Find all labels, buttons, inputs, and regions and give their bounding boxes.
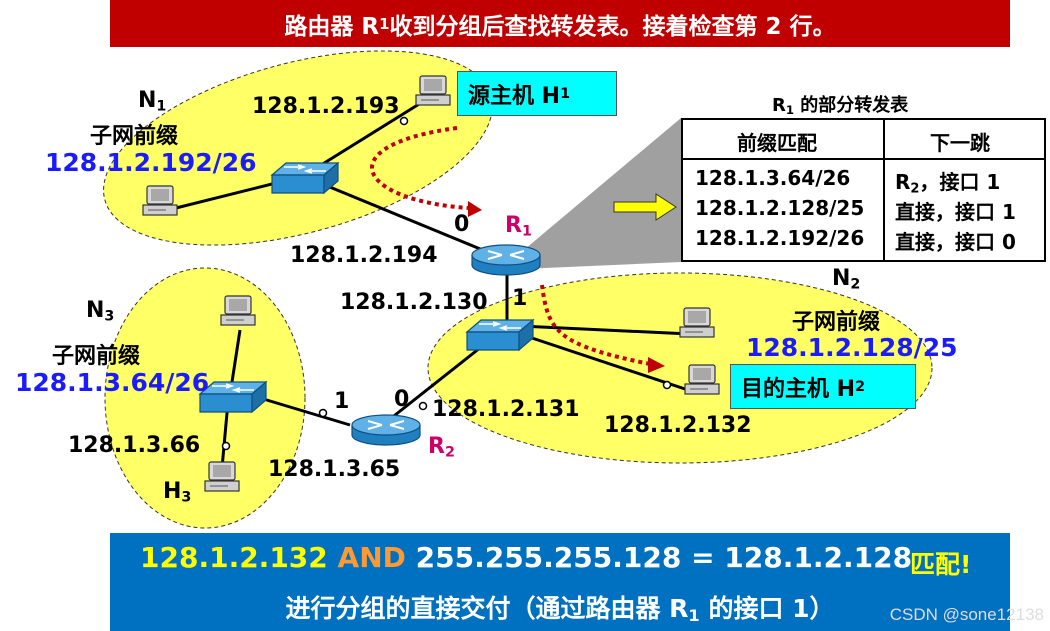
bottom-bar: 128.1.2.132 AND 255.255.255.128 = 128.1.…: [110, 533, 1010, 631]
r2-if0: 0: [394, 387, 410, 412]
r1-if0: 0: [454, 212, 470, 237]
subnet-n2-prefix: 128.1.2.128/25: [746, 333, 958, 362]
subnet-n2-name: N2: [832, 266, 861, 293]
delivery-text: 进行分组的直接交付（通过路由器 R1 的接口 1）: [285, 594, 835, 626]
title-prefix: 路由器 R: [284, 13, 380, 40]
h3-name: H3: [163, 479, 192, 506]
subnet-n3-prefix-label: 子网前缀: [52, 344, 141, 369]
subnet-n1-name: N1: [138, 88, 167, 115]
subnet-n1-prefix: 128.1.2.192/26: [45, 148, 257, 177]
subnet-n2-ellipse: [427, 272, 933, 464]
title-suffix: 收到分组后查找转发表。接着检查第 2 行。: [389, 13, 836, 40]
table-header-nexthop: 下一跳: [930, 131, 990, 155]
pc-icon: [142, 185, 178, 216]
links: [159, 94, 691, 469]
switch-icon: [199, 381, 267, 413]
r2-if0-ip: 128.1.2.131: [432, 397, 580, 422]
subnet-n3-prefix: 128.1.3.64/26: [15, 368, 210, 397]
table-row-2-prefix: 128.1.2.128/25: [695, 196, 865, 220]
router-icon: [471, 244, 541, 276]
r1-if0-ip: 128.1.2.194: [290, 243, 438, 268]
table-row-1-prefix: 128.1.3.64/26: [695, 166, 851, 190]
watermark: CSDN @sone12138: [889, 605, 1044, 624]
r1-if1: 1: [512, 286, 528, 311]
forwarding-table: 前缀匹配 下一跳 128.1.3.64/26 R2，接口 1 128.1.2.1…: [681, 118, 1046, 262]
r1-label: R1: [505, 213, 532, 240]
pc-icon: [684, 364, 720, 395]
table-col-divider: [883, 120, 885, 260]
r2-if1-ip: 128.1.3.65: [268, 457, 401, 482]
h2-ip: 128.1.2.132: [604, 413, 752, 438]
switch-icon: [271, 162, 339, 194]
and-equation: 128.1.2.132 AND 255.255.255.128 = 128.1.…: [140, 541, 912, 574]
table-row-2-nexthop: 直接，接口 1: [895, 200, 1016, 224]
equation-ip: 128.1.2.132: [140, 541, 328, 574]
table-row-3-prefix: 128.1.2.192/26: [695, 226, 865, 250]
subnet-n1-prefix-label: 子网前缀: [90, 124, 179, 149]
table-header-divider: [683, 158, 1044, 160]
table-header-prefix: 前缀匹配: [737, 131, 817, 155]
r2-if1: 1: [334, 389, 350, 414]
equation-op: AND: [327, 541, 416, 574]
title-sub: 1: [379, 14, 390, 33]
router-icon: [351, 414, 421, 446]
equation-result: = 128.1.2.128: [681, 541, 913, 574]
table-row-1-nexthop: R2，接口 1: [895, 170, 1001, 197]
packet-path-arrows: [370, 126, 665, 373]
r2-label: R2: [428, 434, 455, 461]
h3-ip: 128.1.3.66: [68, 433, 201, 458]
switch-icon: [466, 319, 534, 351]
r1-if1-ip: 128.1.2.130: [340, 290, 488, 315]
pc-icon: [204, 461, 240, 492]
table-callout-wedge: [500, 118, 681, 270]
pc-icon: [415, 75, 451, 106]
pc-icon: [220, 295, 256, 326]
subnet-n2-prefix-label: 子网前缀: [792, 310, 881, 335]
equation-mask: 255.255.255.128: [415, 541, 682, 574]
table-row-3-nexthop: 直接，接口 0: [895, 230, 1016, 254]
interface-dots: [221, 116, 672, 451]
row-pointer-arrow-icon: [613, 193, 677, 221]
h1-ip: 128.1.2.193: [252, 94, 400, 119]
subnet-n3-name: N3: [86, 298, 115, 325]
pc-icon: [679, 307, 715, 338]
table-caption: R1 的部分转发表: [772, 95, 909, 117]
match-label: 匹配!: [910, 550, 972, 579]
